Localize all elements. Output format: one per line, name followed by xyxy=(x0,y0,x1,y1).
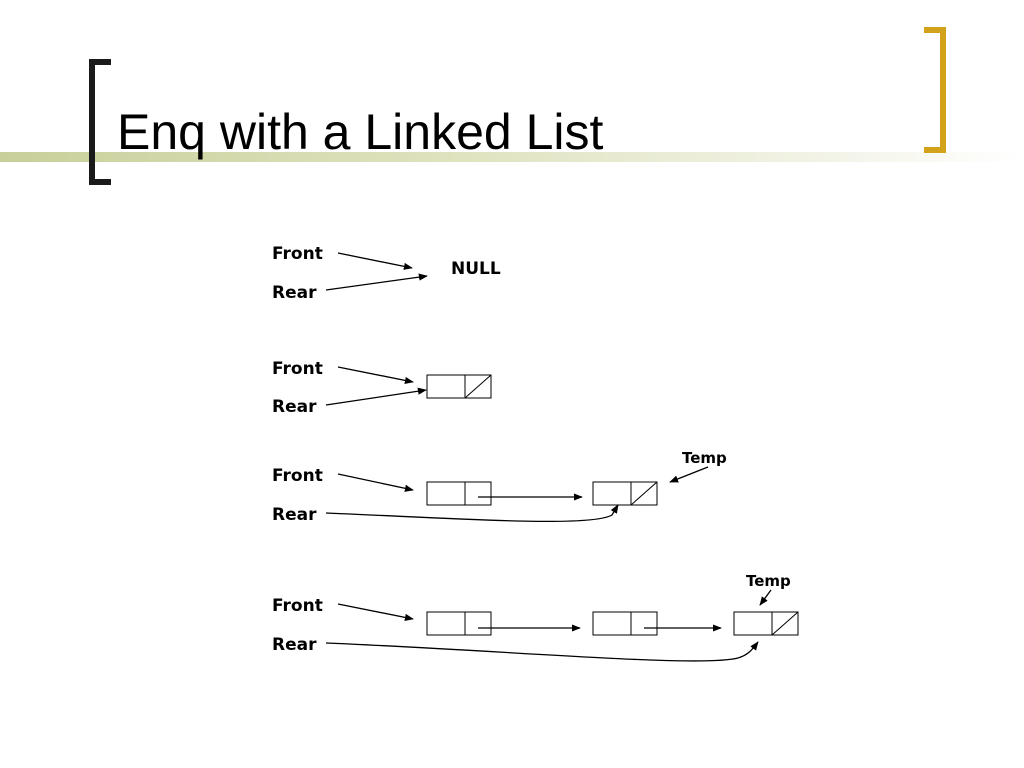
rear-pointer-arrow xyxy=(325,273,428,291)
slide-title: Enq with a Linked List xyxy=(117,104,604,160)
temp-pointer-arrow xyxy=(669,466,709,483)
rear-label: Rear xyxy=(272,635,317,655)
front-label: Front xyxy=(272,244,323,264)
right-bracket-decoration xyxy=(924,27,946,153)
list-node xyxy=(592,481,658,506)
rear-label: Rear xyxy=(272,397,317,417)
temp-label: Temp xyxy=(682,449,727,467)
diagram-three-nodes: Front Rear Temp xyxy=(272,572,799,662)
list-node xyxy=(733,611,799,636)
null-pointer-slash xyxy=(464,374,492,399)
front-pointer-arrow xyxy=(337,603,414,621)
rear-label: Rear xyxy=(272,283,317,303)
left-bracket-decoration xyxy=(89,59,111,185)
diagram-single-node: Front Rear xyxy=(272,359,492,417)
front-label: Front xyxy=(272,466,323,486)
diagram-two-nodes: Front Rear Temp xyxy=(272,449,727,525)
null-pointer-slash xyxy=(630,481,658,506)
rear-pointer-arrow xyxy=(325,504,619,523)
rear-label: Rear xyxy=(272,505,317,525)
null-label: NULL xyxy=(451,259,501,279)
list-node xyxy=(426,481,492,506)
rear-pointer-arrow xyxy=(325,641,759,662)
null-pointer-slash xyxy=(771,611,799,636)
front-pointer-arrow xyxy=(337,473,414,492)
rear-pointer-arrow xyxy=(325,387,427,406)
front-label: Front xyxy=(272,359,323,379)
front-pointer-arrow xyxy=(337,252,413,270)
front-pointer-arrow xyxy=(337,366,414,384)
title-accent-bar xyxy=(0,152,1024,162)
list-node xyxy=(592,611,658,636)
temp-label: Temp xyxy=(746,572,791,590)
front-label: Front xyxy=(272,596,323,616)
list-node xyxy=(426,374,492,399)
temp-pointer-arrow xyxy=(759,589,772,606)
diagram-empty-queue: Front Rear NULL xyxy=(272,244,501,303)
list-node xyxy=(426,611,492,636)
